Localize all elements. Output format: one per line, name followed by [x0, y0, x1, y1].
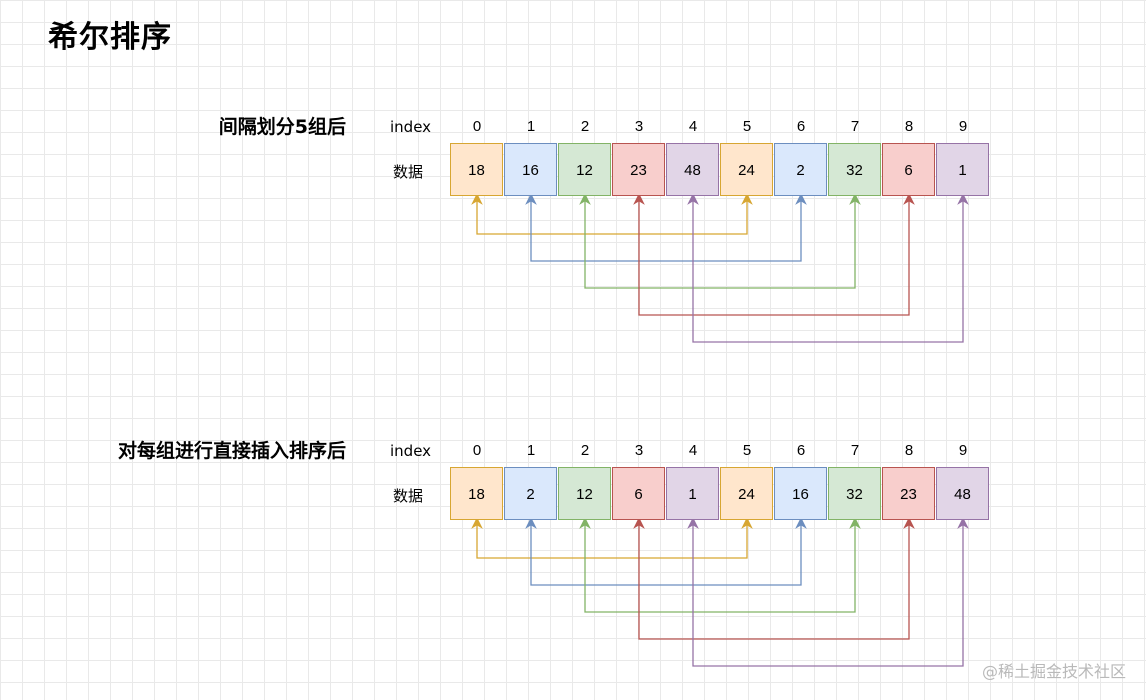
index-cell: 8 [904, 118, 914, 135]
index-cell: 2 [580, 118, 590, 135]
data-cell: 12 [558, 143, 611, 196]
group-connector-purple [687, 517, 969, 667]
index-cell: 2 [580, 442, 590, 459]
data-cell: 32 [828, 143, 881, 196]
index-cell: 7 [850, 118, 860, 135]
group-arrows [471, 517, 969, 667]
group-connector-green [579, 193, 861, 289]
data-cell: 16 [504, 143, 557, 196]
index-cell: 6 [796, 442, 806, 459]
data-cell: 1 [666, 467, 719, 520]
index-cell: 8 [904, 442, 914, 459]
group-arrows [471, 193, 969, 343]
index-cell: 9 [958, 118, 968, 135]
data-cell: 1 [936, 143, 989, 196]
index-cell: 0 [472, 118, 482, 135]
data-cell: 32 [828, 467, 881, 520]
data-cell: 48 [666, 143, 719, 196]
data-cell: 2 [774, 143, 827, 196]
section-heading: 对每组进行直接插入排序后 [117, 440, 346, 462]
group-connector-orange [471, 193, 753, 235]
index-row-label: index [390, 442, 432, 460]
index-cell: 3 [634, 442, 644, 459]
index-cell: 4 [688, 442, 698, 459]
index-cell: 4 [688, 118, 698, 135]
index-cell: 0 [472, 442, 482, 459]
index-cell: 9 [958, 442, 968, 459]
index-cell: 6 [796, 118, 806, 135]
section-heading: 间隔划分5组后 [218, 116, 346, 138]
data-cell: 18 [450, 467, 503, 520]
page-title: 希尔排序 [48, 20, 172, 55]
data-row-label: 数据 [393, 163, 424, 181]
data-cell: 48 [936, 467, 989, 520]
data-cell: 6 [612, 467, 665, 520]
index-cell: 7 [850, 442, 860, 459]
data-cell: 12 [558, 467, 611, 520]
data-cell: 24 [720, 143, 773, 196]
group-connector-purple [687, 193, 969, 343]
group-connector-red [633, 517, 915, 640]
index-cell: 1 [526, 442, 536, 459]
data-cell: 18 [450, 143, 503, 196]
group-connector-blue [525, 193, 807, 262]
data-row-label: 数据 [393, 487, 424, 505]
watermark: @稀土掘金技术社区 [981, 662, 1126, 681]
group-connector-blue [525, 517, 807, 586]
index-cell: 5 [742, 118, 752, 135]
index-cell: 1 [526, 118, 536, 135]
index-row-label: index [390, 118, 432, 136]
group-connector-red [633, 193, 915, 316]
index-cell: 3 [634, 118, 644, 135]
index-cell: 5 [742, 442, 752, 459]
data-cell: 2 [504, 467, 557, 520]
data-cell: 6 [882, 143, 935, 196]
group-connector-green [579, 517, 861, 613]
data-cell: 23 [882, 467, 935, 520]
data-cell: 24 [720, 467, 773, 520]
data-cell: 16 [774, 467, 827, 520]
data-cell: 23 [612, 143, 665, 196]
group-connector-orange [471, 517, 753, 559]
